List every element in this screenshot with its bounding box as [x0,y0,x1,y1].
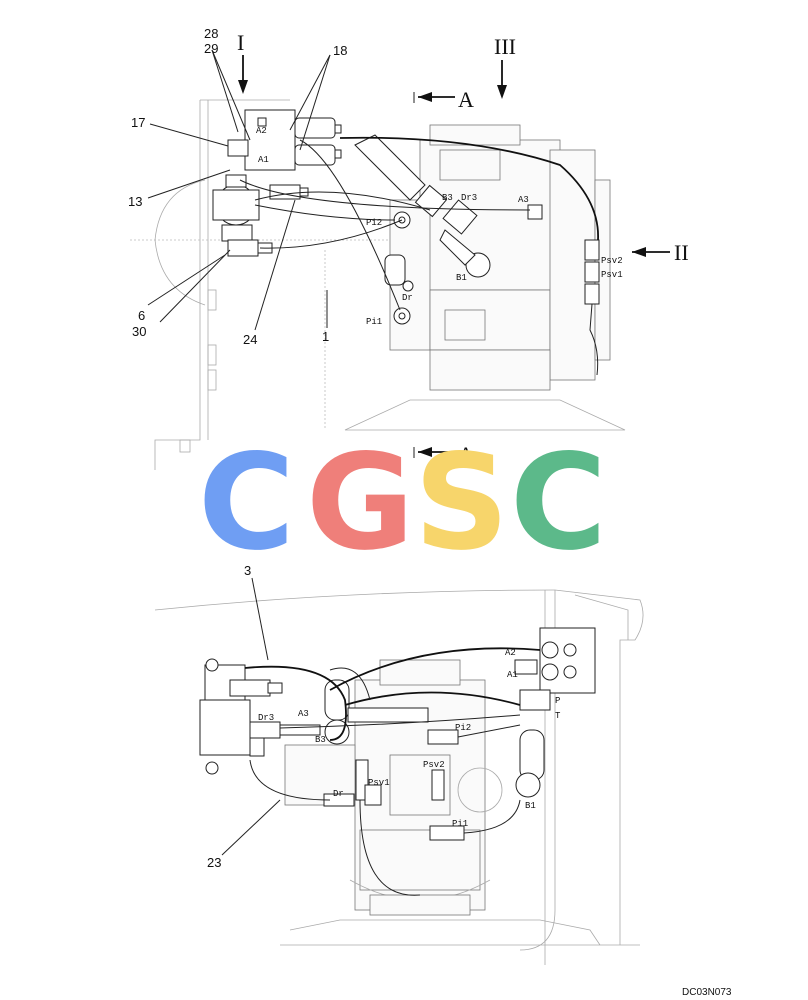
drawing-code: DC03N073 [682,987,732,998]
label-29: 29 [204,41,218,56]
port-a3: A3 [518,195,529,205]
port-pi1: Pi1 [366,317,382,327]
port-a2: A2 [256,126,267,136]
port-psv1-bottom: Psv1 [368,778,390,788]
watermark-c1: C [198,426,295,580]
watermark-s: S [414,426,509,580]
section-a-bottom-label: A [458,442,474,467]
label-1: 1 [322,329,329,344]
port-psv2: Psv2 [601,256,623,266]
label-3: 3 [244,563,251,578]
bottom-leaders [221,577,281,856]
bottom-view [154,589,644,965]
label-18: 18 [333,43,347,58]
port-b3-bottom: B3 [315,735,326,745]
view-arrows [238,55,670,458]
section-a-top-label: A [458,87,474,112]
top-view [130,99,626,470]
label-13: 13 [128,194,142,209]
view-iii-label: III [494,34,516,59]
port-a3-bottom: A3 [298,709,309,719]
port-pi2: Pi2 [366,218,382,228]
port-pi1-bottom: Pi1 [452,819,468,829]
port-dr-bottom: Dr [333,789,344,799]
cgsc-watermark: C G S C [198,426,607,580]
top-leaders [147,49,331,331]
port-psv2-bottom: Psv2 [423,760,445,770]
port-pi2-bottom: Pi2 [455,723,471,733]
port-p-bottom: P [555,696,560,706]
watermark-g: G [306,426,414,580]
port-dr3-bottom: Dr3 [258,713,274,723]
label-24: 24 [243,332,257,347]
port-dr: Dr [402,293,413,303]
port-t-bottom: T [555,711,561,721]
label-28: 28 [204,26,218,41]
watermark-c2: C [510,426,607,580]
port-a1-bottom: A1 [507,670,518,680]
port-b3: B3 [442,193,453,203]
port-b1-bottom: B1 [525,801,536,811]
bottom-texts: 3 23 A2 A1 P T Dr3 A3 B3 Pi2 Psv1 Psv2 D… [207,563,561,870]
label-17: 17 [131,115,145,130]
port-a2-bottom: A2 [505,648,516,658]
port-a1: A1 [258,155,269,165]
port-dr3: Dr3 [461,193,477,203]
view-i-label: I [237,30,244,55]
top-texts: 28 29 18 17 13 6 30 24 1 I III II A A A2… [128,26,689,467]
view-ii-label: II [674,240,689,265]
label-30: 30 [132,324,146,339]
label-23: 23 [207,855,221,870]
port-b1: B1 [456,273,467,283]
label-6: 6 [138,308,145,323]
port-psv1: Psv1 [601,270,623,280]
